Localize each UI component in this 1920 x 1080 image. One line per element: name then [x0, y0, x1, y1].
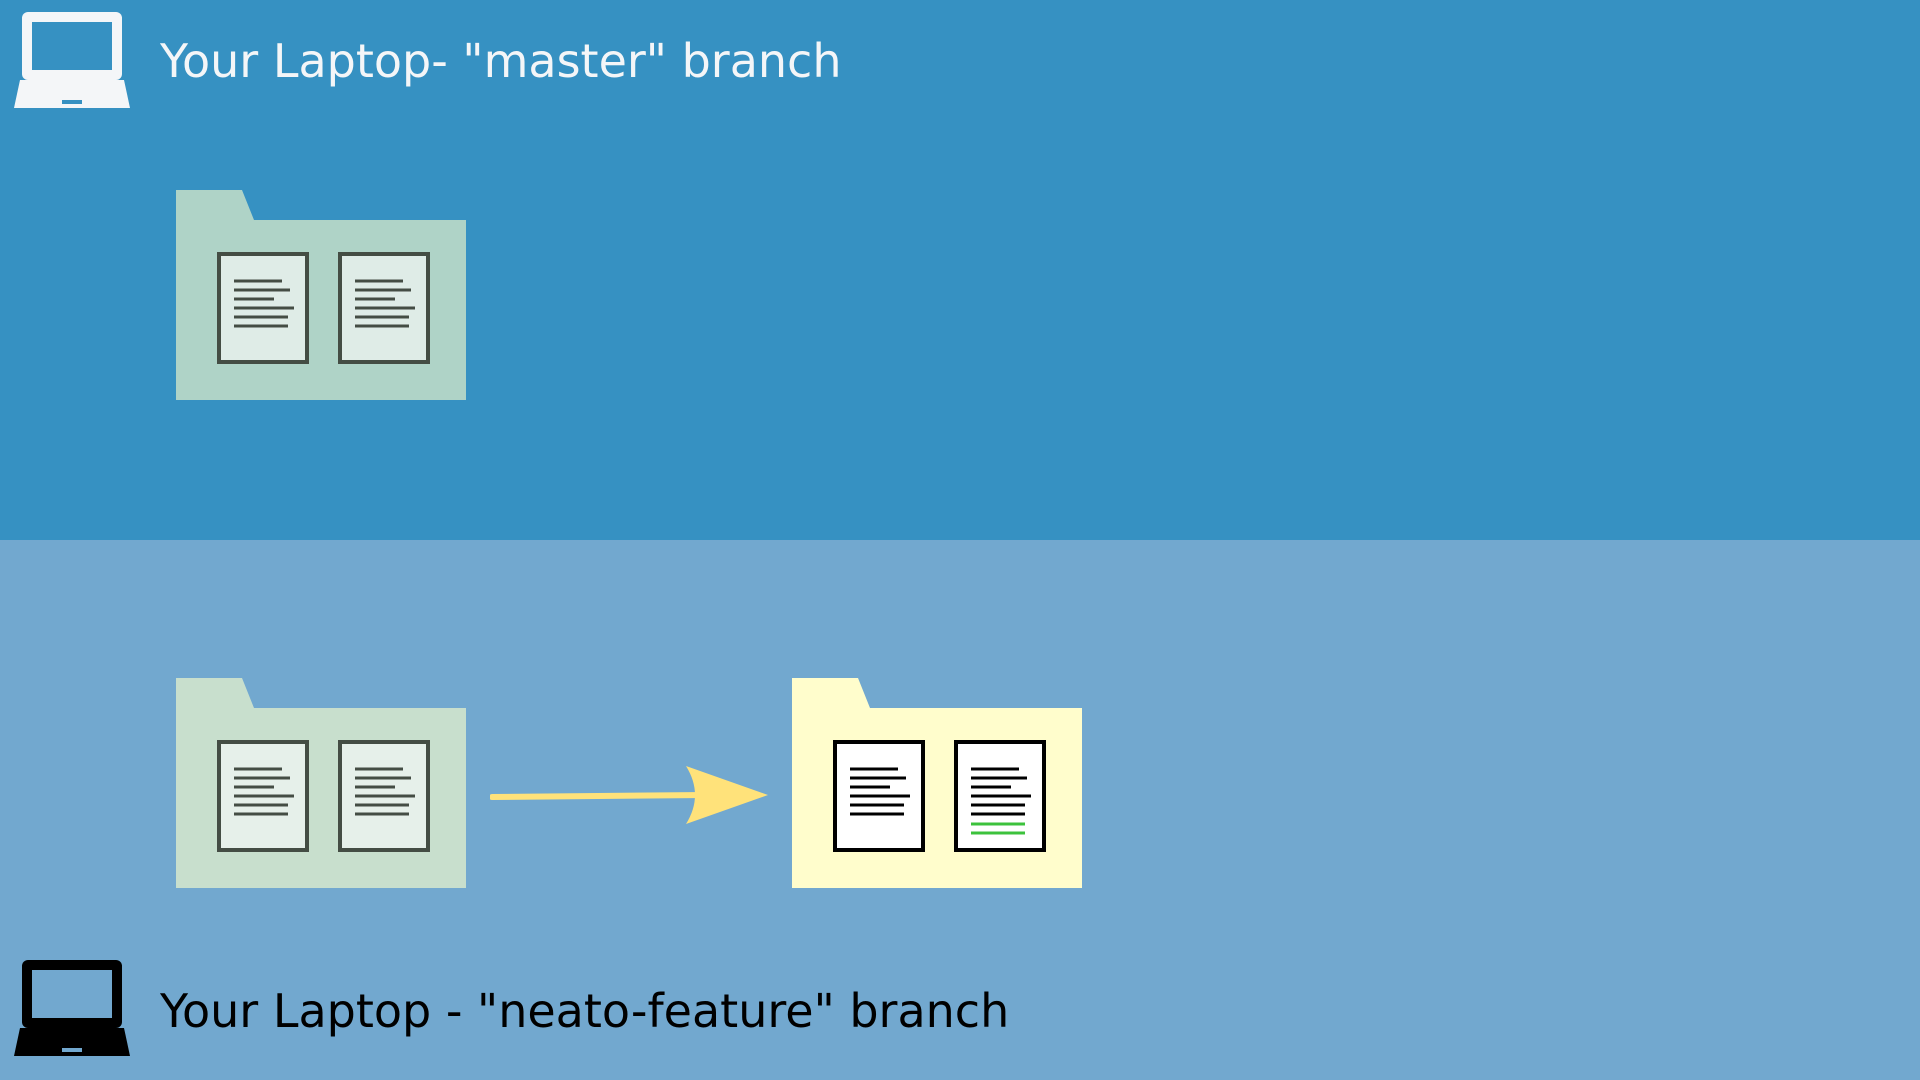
feature-modified-folder	[792, 678, 1082, 888]
laptop-icon	[14, 12, 130, 108]
document-icon	[833, 740, 925, 852]
document-icon	[217, 740, 309, 852]
arrow-icon	[490, 766, 768, 824]
added-lines	[971, 822, 1025, 835]
modified-document-icon	[954, 740, 1046, 852]
document-icon	[338, 740, 430, 852]
feature-branch-title: Your Laptop - "neato-feature" branch	[160, 984, 1010, 1038]
master-branch-title: Your Laptop- "master" branch	[160, 34, 842, 88]
master-folder	[176, 190, 466, 400]
feature-source-folder	[176, 678, 466, 888]
laptop-icon	[14, 960, 130, 1056]
document-icon	[338, 252, 430, 364]
document-icon	[217, 252, 309, 364]
